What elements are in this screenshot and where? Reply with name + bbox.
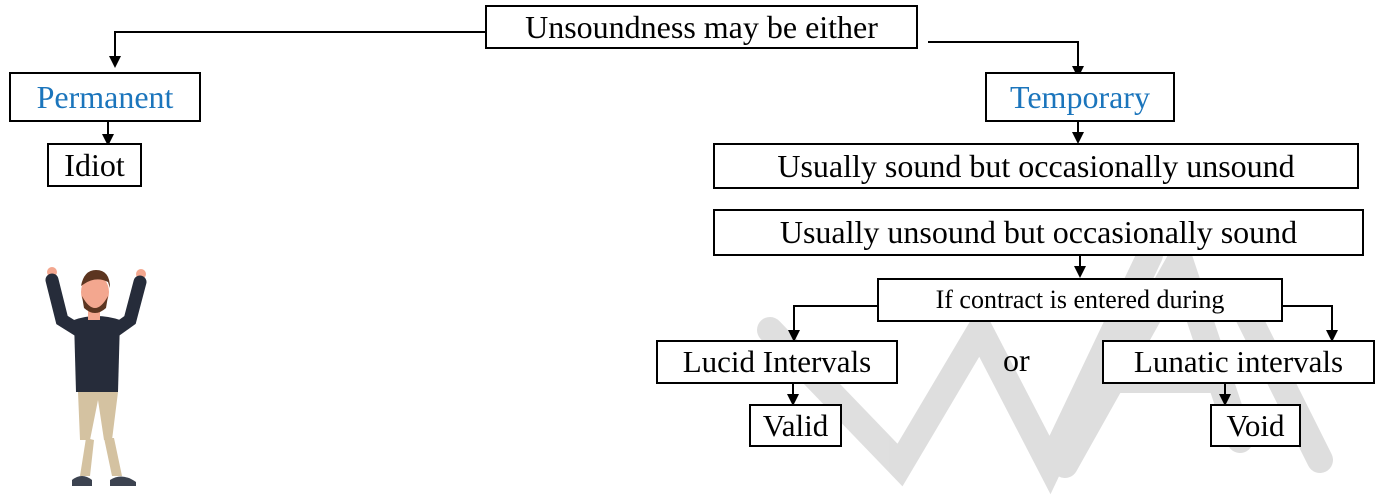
permanent-node: Permanent — [9, 72, 201, 122]
temporary-node: Temporary — [985, 72, 1175, 122]
arrow-contract-to-lunatic — [1282, 305, 1338, 342]
usually-sound-node: Usually sound but occasionally unsound — [713, 143, 1359, 189]
lucid-intervals-node: Lucid Intervals — [656, 340, 898, 384]
valid-node: Valid — [749, 404, 842, 447]
usually-unsound-node: Usually unsound but occasionally sound — [713, 209, 1364, 256]
arrow-root-to-permanent — [109, 31, 485, 68]
idiot-node: Idiot — [47, 143, 142, 187]
or-label: or — [1003, 342, 1030, 378]
cheering-man-figure — [45, 267, 147, 486]
root-node: Unsoundness may be either — [485, 5, 918, 49]
usually-unsound-label: Usually unsound but occasionally sound — [779, 214, 1298, 250]
void-node: Void — [1210, 404, 1301, 447]
permanent-label: Permanent — [36, 78, 174, 115]
lunatic-intervals-label: Lunatic intervals — [1133, 344, 1344, 379]
lucid-intervals-label: Lucid Intervals — [682, 344, 872, 379]
contract-label: If contract is entered during — [935, 285, 1225, 314]
root-label: Unsoundness may be either — [525, 8, 878, 45]
arrow-contract-to-lucid — [788, 305, 877, 342]
arrow-root-to-temporary — [928, 41, 1084, 78]
lunatic-intervals-node: Lunatic intervals — [1102, 340, 1375, 384]
idiot-label: Idiot — [64, 146, 125, 183]
usually-sound-label: Usually sound but occasionally unsound — [777, 147, 1295, 184]
valid-label: Valid — [762, 407, 829, 443]
contract-node: If contract is entered during — [877, 278, 1283, 322]
temporary-label: Temporary — [1010, 78, 1150, 115]
arrow-lines — [102, 31, 1338, 406]
void-label: Void — [1226, 407, 1285, 443]
